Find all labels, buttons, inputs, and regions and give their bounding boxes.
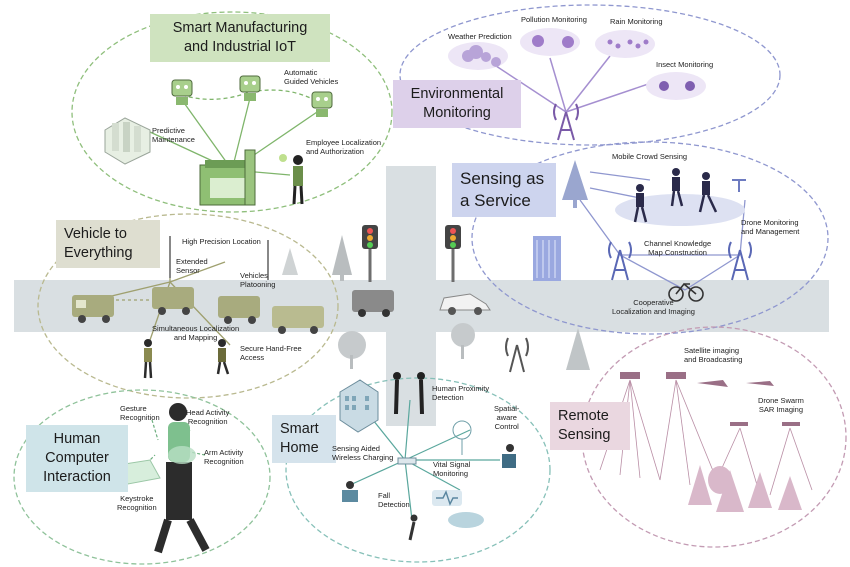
tree-icon (562, 160, 588, 208)
cloud-icon (448, 42, 508, 70)
rain-icon (595, 30, 655, 58)
label-keystroke: Keystroke Recognition (117, 494, 157, 512)
remote-title-text: Remote Sensing (558, 408, 611, 443)
pollution-icon (520, 28, 580, 56)
region-title-human: Human Computer Interaction (26, 425, 128, 492)
forest-icon (688, 465, 802, 512)
employee-person-icon (279, 154, 304, 205)
hci-person-icon (154, 403, 210, 554)
drone-icon (732, 179, 746, 192)
label-ext-sensor: Extended Sensor (176, 257, 208, 275)
traffic-light-icon (362, 225, 378, 282)
environmental-title-text: Environmental Monitoring (410, 86, 504, 121)
label-coop-loc: Cooperative Localization and Imaging (612, 298, 695, 316)
crowd-person-icons (633, 168, 718, 223)
insect-icon (646, 72, 706, 100)
label-weather: Weather Prediction (448, 32, 512, 41)
home-title-text: Smart Home (280, 421, 319, 456)
region-title-home: Smart Home (272, 415, 336, 463)
tower-icon (553, 103, 579, 141)
label-drone-mgmt: Drone Monitoring and Management (741, 218, 800, 236)
sensing-links (579, 171, 746, 291)
robot-icon-3 (311, 91, 333, 117)
label-predictive-maintenance: Predictive Maintenance (152, 126, 195, 144)
road-vertical (386, 166, 436, 426)
region-title-v2x: Vehicle to Everything (56, 220, 160, 268)
building-icon (533, 236, 561, 281)
label-charging: Sensing Aided Wireless Charging (332, 444, 394, 462)
base-station-icon-2 (728, 241, 752, 281)
robot-icon-2 (239, 75, 261, 101)
base-station-icon (608, 241, 632, 281)
region-human-outline (13, 389, 271, 565)
label-channel-map: Channel Knowledge Map Construction (644, 239, 712, 257)
airplane-icon (697, 380, 774, 387)
factory-icon (199, 149, 256, 206)
van-icon (352, 290, 394, 317)
heartbeat-icon (432, 490, 462, 506)
sensing-service-title-text: Sensing as a Service (460, 169, 545, 210)
bicycle-icon (668, 282, 704, 302)
label-employee: Employee Localization and Authorization (306, 138, 382, 156)
label-head: Head Activity Recognition (186, 408, 230, 426)
fan-icon (452, 420, 472, 455)
truck-icon-3 (218, 296, 260, 324)
car-icon (439, 293, 491, 315)
region-title-remote: Remote Sensing (550, 402, 630, 450)
label-fall: Fall Detection (378, 491, 410, 509)
label-agv: Automatic Guided Vehicles (284, 68, 339, 86)
label-insect: Insect Monitoring (656, 60, 714, 69)
label-vital: Vital Signal Monitoring (433, 460, 471, 478)
drone-swarm-icon (730, 422, 800, 426)
label-rain: Rain Monitoring (610, 17, 663, 26)
park-tree-icons (282, 235, 590, 370)
region-sensing-service-outline (471, 141, 829, 335)
label-handsfree: Secure Hand-Free Access (240, 344, 302, 362)
environmental-links (489, 55, 661, 113)
truck-icon (72, 295, 114, 323)
machinery-icon (104, 117, 151, 165)
home-people-icons (393, 372, 425, 415)
region-title-environmental: Environmental Monitoring (393, 80, 521, 128)
label-hp-location: High Precision Location (182, 237, 261, 246)
label-platooning: Vehicles Platooning (240, 271, 276, 289)
manufacturing-title-text: Smart Manufacturing and Industrial IoT (172, 20, 308, 55)
label-spatial: Spatial- aware Control (494, 404, 520, 431)
region-v2x-outline (37, 213, 339, 399)
label-slam: Simultaneous Localization and Mapping (152, 324, 240, 342)
streetlight-icon (169, 236, 269, 280)
pedestrian-icon (143, 339, 230, 379)
truck-icon-4 (272, 306, 324, 334)
region-title-manufacturing: Smart Manufacturing and Industrial IoT (150, 14, 330, 62)
label-arm: Arm Activity Recognition (204, 448, 244, 466)
router-icon (397, 457, 417, 465)
v2x-title-text: Vehicle to Everything (64, 226, 133, 261)
label-proximity: Human Proximity Detection (432, 384, 490, 402)
label-gesture: Gesture Recognition (120, 404, 160, 422)
smart-building-icon (339, 379, 379, 433)
label-pollution: Pollution Monitoring (521, 15, 587, 24)
region-title-sensing-service: Sensing as a Service (452, 163, 556, 217)
label-crowd: Mobile Crowd Sensing (612, 152, 688, 161)
label-drone-sar: Drone Swarm SAR Imaging (758, 396, 804, 414)
truck-icon-2 (152, 287, 194, 315)
antenna-icon (505, 337, 529, 373)
region-environmental-outline (399, 4, 781, 146)
label-satellite: Satellite imaging and Broadcasting (684, 346, 743, 364)
home-activity-icons (342, 444, 516, 541)
robot-icon (171, 79, 193, 105)
satellite-icon (620, 372, 686, 379)
region-manufacturing-outline (71, 11, 393, 213)
traffic-light-icon-2 (445, 225, 461, 282)
human-title-text: Human Computer Interaction (43, 431, 111, 485)
